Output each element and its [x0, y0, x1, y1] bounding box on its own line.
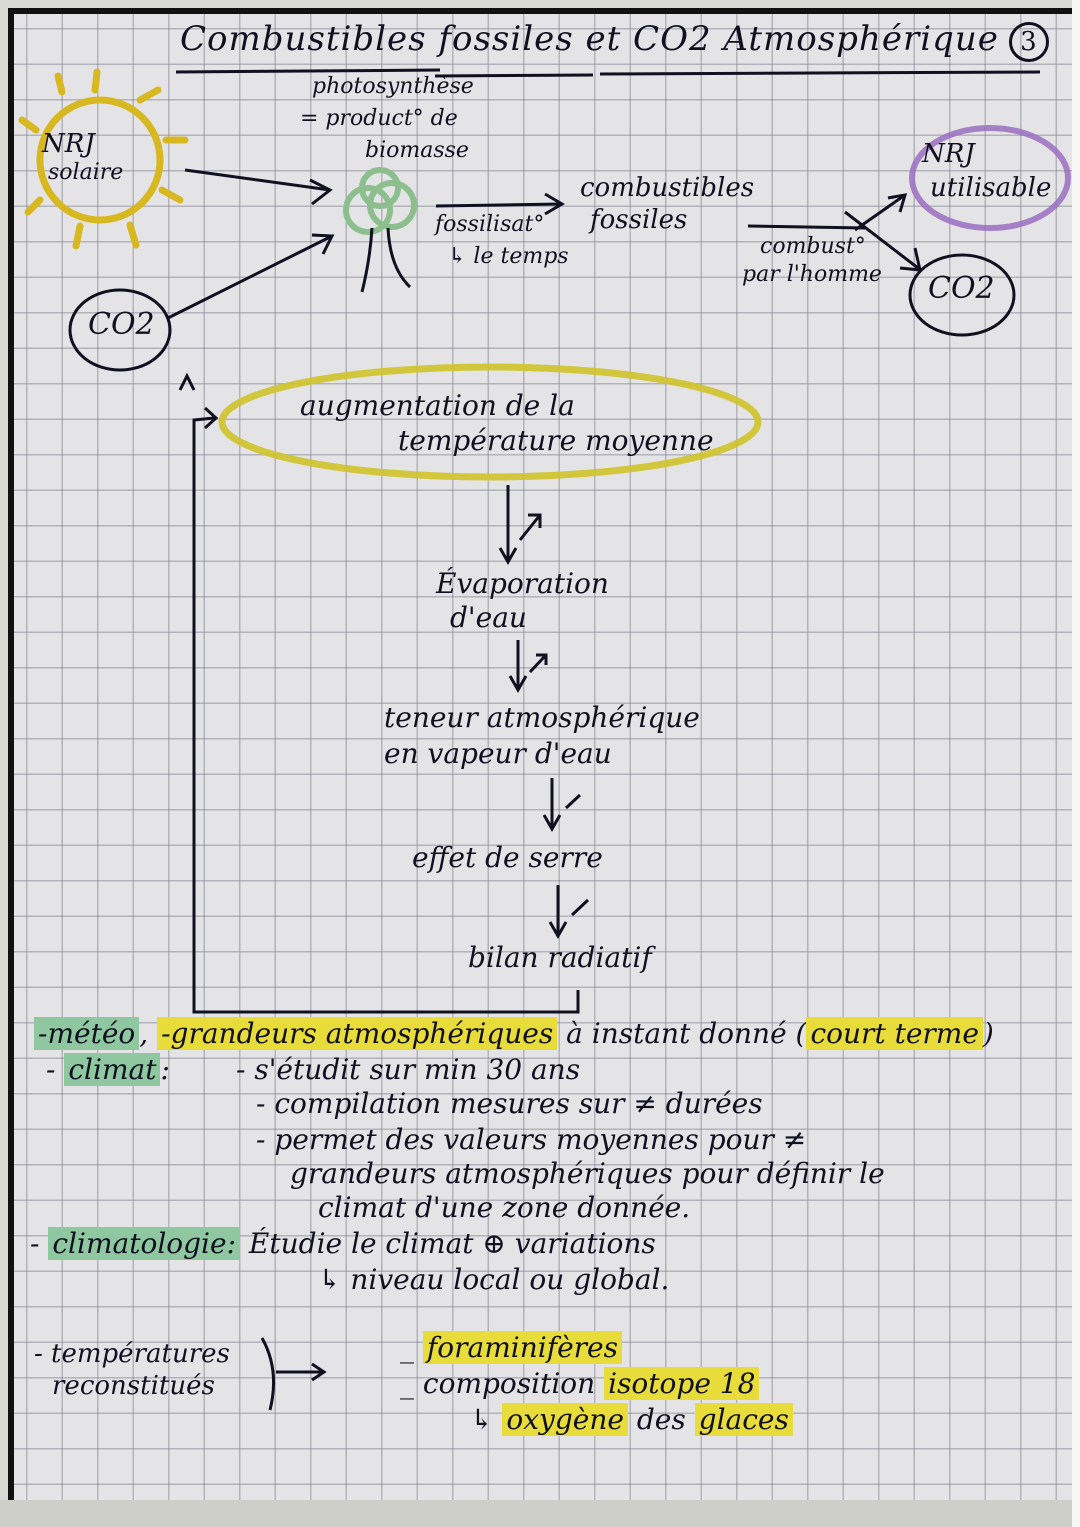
page-title: Combustibles fossiles et CO2 Atmosphériq… [180, 19, 1049, 62]
loop-step-2-line2: d'eau [450, 601, 527, 634]
combustion-line2: par l'homme [742, 262, 882, 287]
meteo-highlighted-def: -grandeurs atmosphériques [157, 1017, 558, 1050]
title-underline [175, 68, 1041, 78]
climat-colon: : [160, 1053, 170, 1086]
photosynthesis-line1: photosynthèse [312, 74, 474, 99]
climatologie-def-line1: Étudie le climat ⊕ variations [248, 1227, 656, 1260]
method-2-isotope: isotope 18 [604, 1367, 760, 1400]
fuels-line1: combustibles [580, 173, 755, 203]
method-1: _ foraminifères [400, 1331, 622, 1364]
method-2-glaces: glaces [694, 1403, 793, 1436]
photo-right-margin [1072, 0, 1080, 1527]
climat-term: climat [64, 1053, 161, 1086]
climat-point-3-cont: grandeurs atmosphériques pour définir le [290, 1157, 885, 1190]
climat-dash: - [46, 1053, 65, 1086]
method-2-dash: _ [400, 1367, 414, 1400]
photosynthesis-line2: = product° de [300, 106, 458, 131]
climatologie-line: - climatologie: Étudie le climat ⊕ varia… [30, 1227, 656, 1260]
page-title-text: Combustibles fossiles et CO2 Atmosphériq… [180, 19, 999, 59]
fossilisation-line2: ↳ le temps [448, 244, 569, 269]
method-2-composition: composition [422, 1367, 596, 1400]
fuels-line2: fossiles [590, 205, 688, 235]
loop-step-3-line1: teneur atmosphérique [384, 701, 700, 734]
fossilisation-line1: fossilisat° [435, 212, 545, 237]
arrow-sun-to-tree [184, 168, 333, 206]
method-2-des: des [636, 1403, 686, 1436]
loop-step-4-line1: effet de serre [412, 841, 603, 874]
method-2-line2: ↳ oxygène des glaces [470, 1403, 793, 1436]
table-surface-strip [0, 1500, 1080, 1527]
temperature-highlight-ellipse [218, 363, 762, 481]
climat-point-2: - compilation mesures sur ≠ durées [256, 1087, 763, 1120]
co2-source-label: CO2 [88, 307, 155, 342]
meteo-def-rest: à instant donné ( [566, 1017, 807, 1050]
co2-output-circle [908, 253, 1016, 337]
feedback-loop-line [178, 372, 580, 1014]
co2-source-circle [68, 288, 172, 372]
method-2: _ composition isotope 18 [400, 1367, 760, 1400]
arrow-combustion [747, 193, 922, 272]
meteo-definition-line: -météo, -grandeurs atmosphériques à inst… [34, 1017, 994, 1050]
sun-label-line1: NRJ [42, 129, 95, 159]
usable-energy-circle [909, 125, 1071, 231]
climat-point-3: - permet des valeurs moyennes pour ≠ [256, 1123, 807, 1156]
method-1-foraminiferes: foraminifères [422, 1331, 622, 1364]
sun-icon [18, 68, 189, 250]
climat-point-3-end: climat d'une zone donnée. [318, 1191, 691, 1224]
climat-term-line: - climat: [46, 1053, 170, 1086]
usable-energy-line2: utilisable [930, 173, 1052, 203]
meteo-short-term: court terme [806, 1017, 983, 1050]
grid-paper-sheet [8, 8, 1072, 1500]
arrow-fossilisation [435, 192, 565, 216]
method-1-dash: _ [400, 1331, 414, 1364]
sun-label-line2: solaire [48, 160, 124, 185]
tree-icon [343, 167, 417, 293]
loop-step-1-line1: augmentation de la [300, 389, 575, 422]
arrow-co2-to-tree [167, 233, 335, 320]
loop-step-2-line1: Évaporation [436, 567, 609, 600]
meteo-def-close: ) [982, 1017, 994, 1050]
combustion-line1: combust° [760, 234, 866, 259]
climatologie-def-line2: ↳ niveau local ou global. [318, 1263, 670, 1296]
loop-step-1-line2: température moyenne [398, 424, 714, 457]
climatologie-term: climatologie: [48, 1227, 241, 1260]
temperatures-bracket [260, 1337, 327, 1411]
temperatures-line1: - températures [34, 1339, 230, 1369]
temperatures-line2: reconstitués [52, 1371, 215, 1401]
climatologie-dash: - [30, 1227, 49, 1260]
loop-step-3-line2: en vapeur d'eau [384, 737, 612, 770]
co2-output-label: CO2 [928, 271, 995, 306]
photosynthesis-line3: biomasse [365, 138, 469, 163]
meteo-separator: , [139, 1017, 158, 1050]
chain-arrows [498, 485, 590, 940]
meteo-term: -météo [34, 1017, 140, 1050]
method-2-arrow: ↳ [470, 1403, 494, 1436]
usable-energy-line1: NRJ [922, 139, 975, 169]
method-2-oxygene: oxygène [502, 1403, 628, 1436]
climat-point-1: - s'étudit sur min 30 ans [236, 1053, 581, 1086]
loop-step-5-line1: bilan radiatif [468, 941, 652, 974]
page-number-badge: 3 [1008, 22, 1049, 62]
